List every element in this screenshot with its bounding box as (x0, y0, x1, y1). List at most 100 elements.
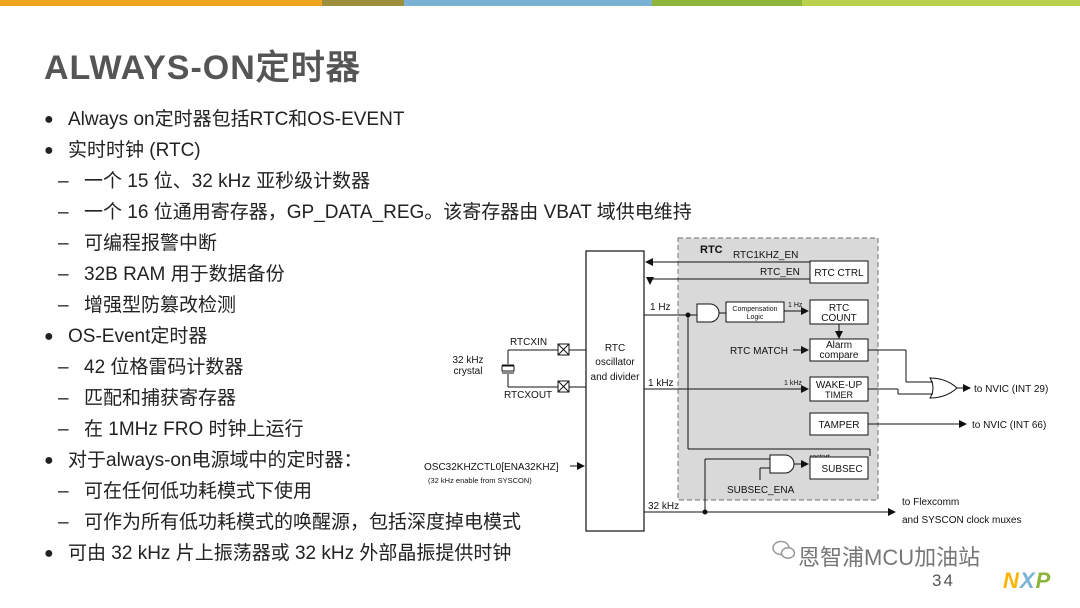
bullet-text: 一个 16 位通用寄存器，GP_DATA_REG。该寄存器由 VBAT 域供电维… (84, 202, 692, 223)
bullet-item: ● 对于always-on电源域中的定时器： (44, 445, 764, 476)
top-bar-segment (0, 0, 322, 6)
bullet-item: ●实时时钟 (RTC) (44, 135, 764, 166)
wechat-icon (772, 540, 796, 559)
bullet-item: –可在任何低功耗模式下使用 (44, 476, 764, 507)
top-bar-segment (802, 0, 1080, 6)
rtc-count-label-line: COUNT (821, 313, 857, 324)
bullet-text: 32B RAM 用于数据备份 (84, 264, 285, 285)
top-color-bar (0, 0, 1080, 6)
crystal-label-line: 32 kHz (452, 355, 483, 366)
bullet-list: ●Always on定时器包括RTC和OS-EVENT●实时时钟 (RTC)–一… (44, 104, 764, 569)
bullet-dash: – (58, 233, 69, 254)
bullet-item: –可编程报警中断 (44, 228, 764, 259)
nvic66-label: to NVIC (INT 66) (972, 420, 1046, 431)
bullet-item: –在 1MHz FRO 时钟上运行 (44, 414, 764, 445)
bullet-text: Always on定时器包括RTC和OS-EVENT (68, 109, 405, 130)
osc-enable-note: (32 kHz enable from SYSCON) (428, 476, 532, 485)
bullet-dash: – (58, 419, 69, 440)
rtc-count-block (809, 299, 869, 325)
rtc-group-label: RTC (700, 244, 723, 256)
wakeup-label-line: WAKE-UP (816, 380, 863, 391)
rtcxin-pin (557, 343, 586, 356)
bullet-text: 一个 15 位、32 kHz 亚秒级计数器 (84, 171, 371, 192)
subsec-ena-label: SUBSEC_ENA (727, 485, 795, 496)
tamper-label: TAMPER (819, 420, 860, 431)
wakeup-label-line: TIMER (825, 390, 853, 400)
bullet-item: –42 位格雷码计数器 (44, 352, 764, 383)
bullet-item: –匹配和捕获寄存器 (44, 383, 764, 414)
bullet-dash: – (58, 264, 69, 285)
page-number: 34 (932, 571, 955, 590)
bullet-text: 在 1MHz FRO 时钟上运行 (84, 419, 304, 440)
bullet-text: 可在任何低功耗模式下使用 (84, 481, 313, 502)
junction-dot (702, 509, 708, 515)
bullet-item: –增强型防篡改检测 (44, 290, 764, 321)
k32-label: 32 kHz (648, 501, 679, 512)
compensation-label-line: Logic (747, 314, 764, 321)
oscillator-label-line: oscillator (595, 357, 635, 368)
bullet-text: 可作为所有低功耗模式的唤醒源，包括深度掉电模式 (84, 512, 522, 533)
rtcxout-pin-label: RTCXOUT (504, 390, 552, 401)
wakeup-timer-block (809, 376, 869, 402)
nxp-logo-letter: X (1019, 568, 1036, 593)
bullet-text: 对于always-on电源域中的定时器： (68, 450, 363, 471)
subsec-and-gate (769, 454, 795, 474)
bullet-text: OS-Event定时器 (68, 326, 208, 347)
bullet-item: ● OS-Event定时器 (44, 321, 764, 352)
rtc-ctrl-block (809, 260, 869, 284)
oscillator-label-line: RTC (605, 343, 625, 354)
bullet-dash: – (58, 512, 69, 533)
nxp-logo: NXP (1003, 568, 1051, 594)
oscillator-label-line: and divider (591, 372, 641, 383)
bullet-text: 可编程报警中断 (84, 233, 218, 254)
top-bar-segment (652, 0, 802, 6)
compensation-logic-block (725, 301, 785, 323)
top-bar-segment (322, 0, 404, 6)
crystal-label-line: crystal (454, 366, 483, 377)
bullet-dash: – (58, 202, 69, 223)
one-khz-small-label: 1 kHz (784, 380, 802, 387)
bullet-dot: ● (44, 452, 54, 469)
or-gate (929, 377, 958, 399)
osc-enable-label: OSC32KHZCTL0[ENA32KHZ] (424, 462, 559, 473)
watermark-text: 恩智浦MCU加油站 (798, 545, 981, 570)
nvic29-label: to NVIC (INT 29) (974, 384, 1048, 395)
bullet-dash: – (58, 357, 69, 378)
bullet-text: 增强型防篡改检测 (84, 295, 237, 316)
one-hz-label: 1 Hz (650, 302, 671, 313)
bullet-text: 42 位格雷码计数器 (84, 357, 244, 378)
bullet-dot: ● (44, 111, 54, 128)
rtcxin-pin-label: RTCXIN (510, 337, 547, 348)
subsec-block (809, 456, 869, 480)
bullet-item: –一个 15 位、32 kHz 亚秒级计数器 (44, 166, 764, 197)
bullet-dash: – (58, 388, 69, 409)
rtc-en-label: RTC_EN (760, 267, 800, 278)
bullet-dash: – (58, 481, 69, 502)
nxp-logo-letter: N (1003, 568, 1020, 593)
rtc-match-label: RTC MATCH (730, 346, 788, 357)
bullet-item: –32B RAM 用于数据备份 (44, 259, 764, 290)
flexcomm-label-line: to Flexcomm (902, 497, 959, 508)
nxp-logo-letter: P (1035, 568, 1052, 593)
one-hz-small-label: 1 Hz (788, 302, 803, 309)
bullet-dot: ● (44, 142, 54, 159)
rtc-ctrl-label: RTC CTRL (814, 268, 864, 279)
one-khz-label: 1 kHz (648, 378, 674, 389)
oscillator-block (585, 250, 645, 532)
bullet-text: 匹配和捕获寄存器 (84, 388, 237, 409)
compensation-label-line: Compensation (732, 306, 777, 313)
bullet-item: ●可由 32 kHz 片上振荡器或 32 kHz 外部晶振提供时钟 (44, 538, 764, 569)
rtcxout-pin (557, 380, 586, 393)
rtc1khz-en-label: RTC1KHZ_EN (733, 250, 798, 261)
and-gate (696, 303, 720, 323)
alarm-label-line: compare (820, 350, 859, 361)
bullet-item: –一个 16 位通用寄存器，GP_DATA_REG。该寄存器由 VBAT 域供电… (44, 197, 764, 228)
bullet-dash: – (58, 295, 69, 316)
bullet-dot: ● (44, 328, 54, 345)
top-bar-segment (404, 0, 652, 6)
bullet-item: –可作为所有低功耗模式的唤醒源，包括深度掉电模式 (44, 507, 764, 538)
rtc-count-label-line: RTC (829, 303, 849, 314)
bullet-dot: ● (44, 545, 54, 562)
slide-title: ALWAYS-ON定时器 (44, 49, 361, 87)
